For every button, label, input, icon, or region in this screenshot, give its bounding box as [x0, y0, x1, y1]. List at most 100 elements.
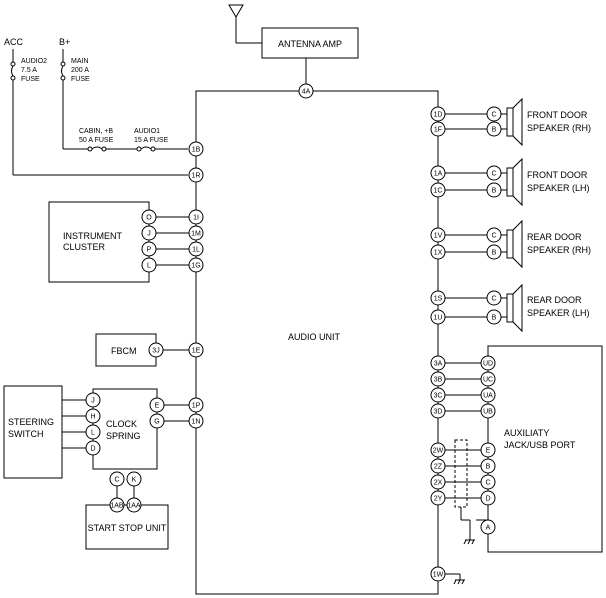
clock-spring-box — [92, 388, 158, 470]
svg-text:C: C — [491, 171, 496, 178]
svg-text:E: E — [486, 448, 491, 455]
svg-text:1X: 1X — [434, 250, 443, 257]
instrument-cluster-box — [48, 201, 150, 283]
svg-text:B: B — [492, 315, 497, 322]
svg-text:C: C — [114, 477, 119, 484]
ground-icon — [453, 579, 465, 585]
rear-door-rh-label-1: REAR DOOR — [527, 232, 582, 242]
aux-port-box — [487, 345, 603, 553]
clock-spring-label-2: SPRING — [106, 431, 141, 441]
pin-1w: 1W — [433, 572, 444, 579]
audio1-fuse-label-1: AUDIO1 — [134, 128, 160, 135]
main-fuse-label-1: MAIN — [71, 58, 89, 65]
speaker-front-lh: 1A 1C C B — [430, 157, 523, 207]
svg-text:C: C — [491, 296, 496, 303]
aux-port-label-2: JACK/USB PORT — [504, 440, 576, 450]
svg-text:1F: 1F — [434, 127, 442, 134]
aux-port-label-1: AUXILIATY — [504, 428, 549, 438]
svg-text:C: C — [491, 112, 496, 119]
svg-text:B: B — [486, 464, 491, 471]
speaker-front-rh: 1D 1F C B — [430, 97, 523, 147]
svg-text:1I: 1I — [193, 215, 199, 222]
speaker-icon — [506, 167, 514, 197]
fuse-icon — [87, 146, 188, 152]
svg-text:3C: 3C — [434, 393, 443, 400]
svg-text:1G: 1G — [191, 263, 200, 270]
svg-text:O: O — [146, 215, 152, 222]
audio2-fuse-label-3: FUSE — [21, 76, 40, 83]
main-fuse-label-2: 200 A — [71, 67, 89, 74]
shield-icon — [454, 439, 468, 508]
audio-unit-label: AUDIO UNIT — [288, 332, 341, 342]
svg-text:3B: 3B — [434, 377, 443, 384]
rear-door-rh-label-2: SPEAKER (RH) — [527, 245, 591, 255]
start-stop-pins: 1AB 1AA — [109, 497, 142, 513]
svg-text:1B: 1B — [192, 147, 201, 154]
svg-text:1N: 1N — [192, 419, 201, 426]
svg-text:2Z: 2Z — [434, 464, 443, 471]
steering-switch-label-2: SWITCH — [8, 429, 44, 439]
aux-wires-top: 3A 3B 3C 3D UD UC UA UB — [430, 355, 496, 419]
steering-switch-label-1: STEERING — [8, 417, 54, 427]
acc-label: ACC — [4, 37, 24, 47]
svg-text:D: D — [90, 446, 95, 453]
svg-text:1C: 1C — [434, 188, 443, 195]
svg-text:C: C — [491, 233, 496, 240]
fbcm-label: FBCM — [111, 346, 137, 356]
svg-text:3D: 3D — [434, 409, 443, 416]
antenna-icon — [228, 4, 262, 44]
main-fuse-label-3: FUSE — [71, 76, 90, 83]
speaker-rear-lh: 1S 1U C B — [430, 283, 523, 333]
svg-text:1P: 1P — [192, 403, 201, 410]
pin-4a: 4A — [302, 89, 311, 96]
clock-spring-pins: J H L D E G C K — [85, 392, 189, 498]
audio2-fuse-label-1: AUDIO2 — [21, 58, 47, 65]
speaker-icon — [506, 107, 514, 137]
svg-text:G: G — [154, 419, 159, 426]
svg-text:B: B — [492, 127, 497, 134]
svg-text:J: J — [91, 398, 95, 405]
svg-text:B: B — [492, 188, 497, 195]
front-door-rh-label-1: FRONT DOOR — [527, 110, 588, 120]
svg-text:D: D — [485, 496, 490, 503]
rear-door-lh-label-1: REAR DOOR — [527, 295, 582, 305]
svg-text:UB: UB — [483, 409, 493, 416]
svg-text:UD: UD — [483, 361, 493, 368]
svg-text:L: L — [147, 263, 151, 270]
svg-text:3A: 3A — [434, 361, 443, 368]
svg-text:1S: 1S — [434, 296, 443, 303]
svg-text:2Y: 2Y — [434, 496, 443, 503]
svg-text:B: B — [492, 250, 497, 257]
instrument-cluster-label-2: CLUSTER — [63, 242, 106, 252]
svg-text:1AB: 1AB — [110, 503, 124, 510]
front-door-lh-label-1: FRONT DOOR — [527, 170, 588, 180]
svg-text:1E: 1E — [192, 348, 201, 355]
front-door-lh-label-2: SPEAKER (LH) — [527, 183, 590, 193]
svg-text:UC: UC — [483, 377, 493, 384]
instrument-wires: O J P L — [141, 209, 189, 273]
svg-text:1V: 1V — [434, 233, 443, 240]
start-stop-unit-label: START STOP UNIT — [88, 523, 167, 533]
svg-text:1R: 1R — [192, 173, 201, 180]
steering-wires — [62, 399, 86, 449]
speaker-rear-rh: 1V 1X C B — [430, 219, 523, 269]
pin-3j: 3J — [152, 348, 159, 355]
antenna-amp-box — [261, 27, 359, 59]
svg-text:1L: 1L — [192, 247, 200, 254]
audio2-fuse-label-2: 7.5 A — [21, 67, 37, 74]
svg-text:1U: 1U — [434, 315, 443, 322]
clock-spring-label-1: CLOCK — [106, 419, 137, 429]
svg-text:L: L — [91, 430, 95, 437]
svg-text:UA: UA — [483, 393, 493, 400]
bplus-label: B+ — [59, 37, 70, 47]
cabin-fuse-label-2: 50 A FUSE — [79, 137, 114, 144]
steering-switch-box — [3, 385, 63, 479]
svg-text:2W: 2W — [433, 448, 444, 455]
speaker-icon — [506, 293, 514, 323]
fbcm-box — [95, 333, 157, 367]
speaker-icon — [506, 229, 514, 259]
cabin-fuse-label-1: CABIN, +B — [79, 128, 113, 135]
svg-text:P: P — [147, 247, 152, 254]
audio-unit-box — [195, 90, 439, 595]
